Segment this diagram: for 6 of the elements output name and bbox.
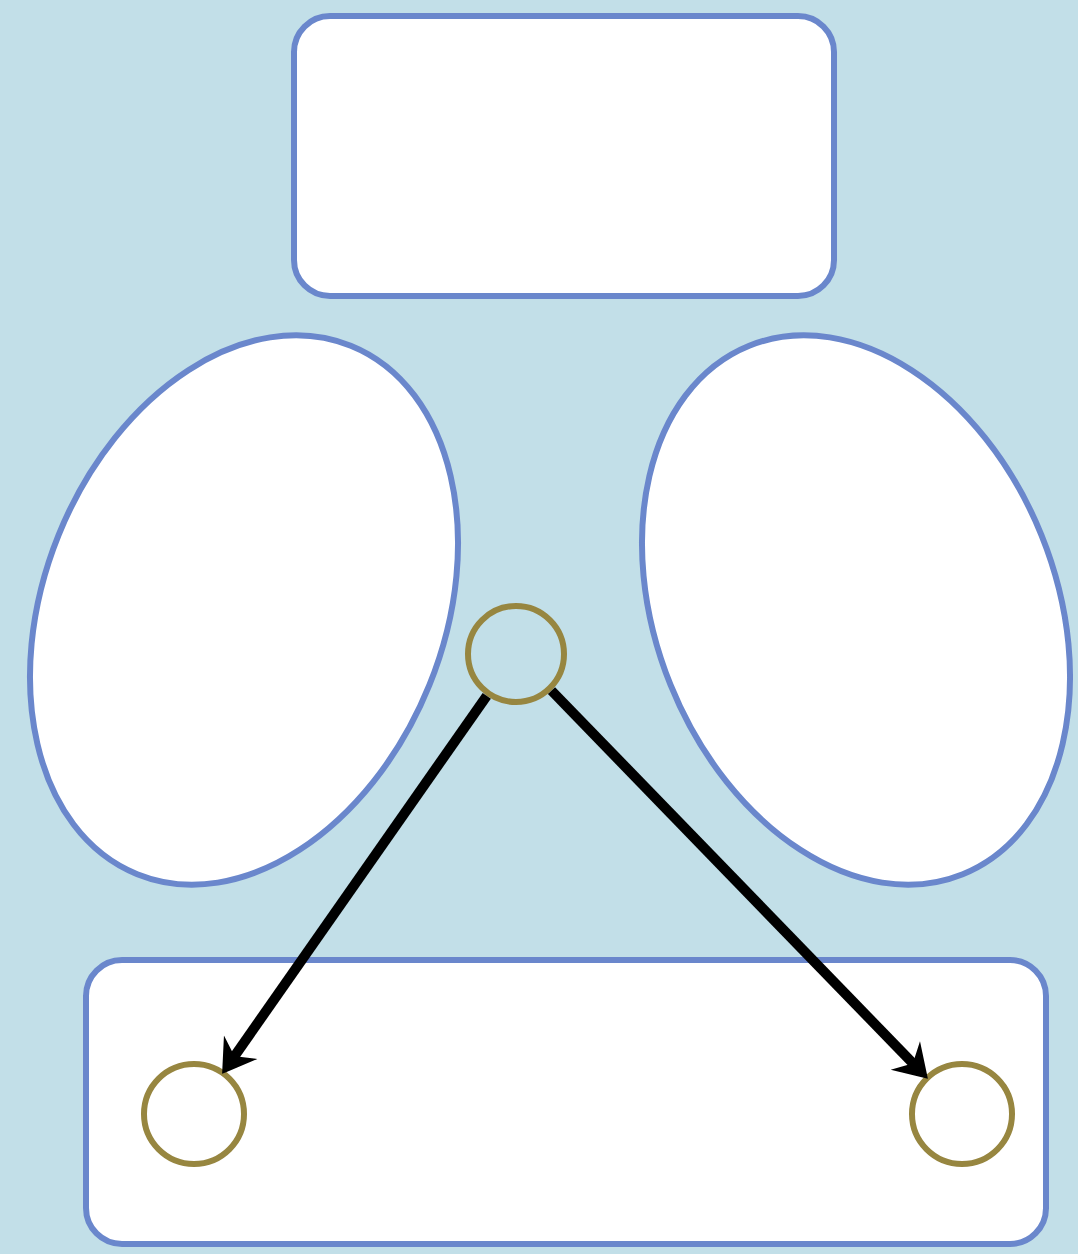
small-circle xyxy=(909,1061,1015,1167)
small-circle xyxy=(141,1061,247,1167)
small-circle xyxy=(465,603,567,705)
rounded-box xyxy=(291,13,837,299)
oval-shape xyxy=(639,332,1073,888)
rounded-box xyxy=(83,957,1049,1247)
